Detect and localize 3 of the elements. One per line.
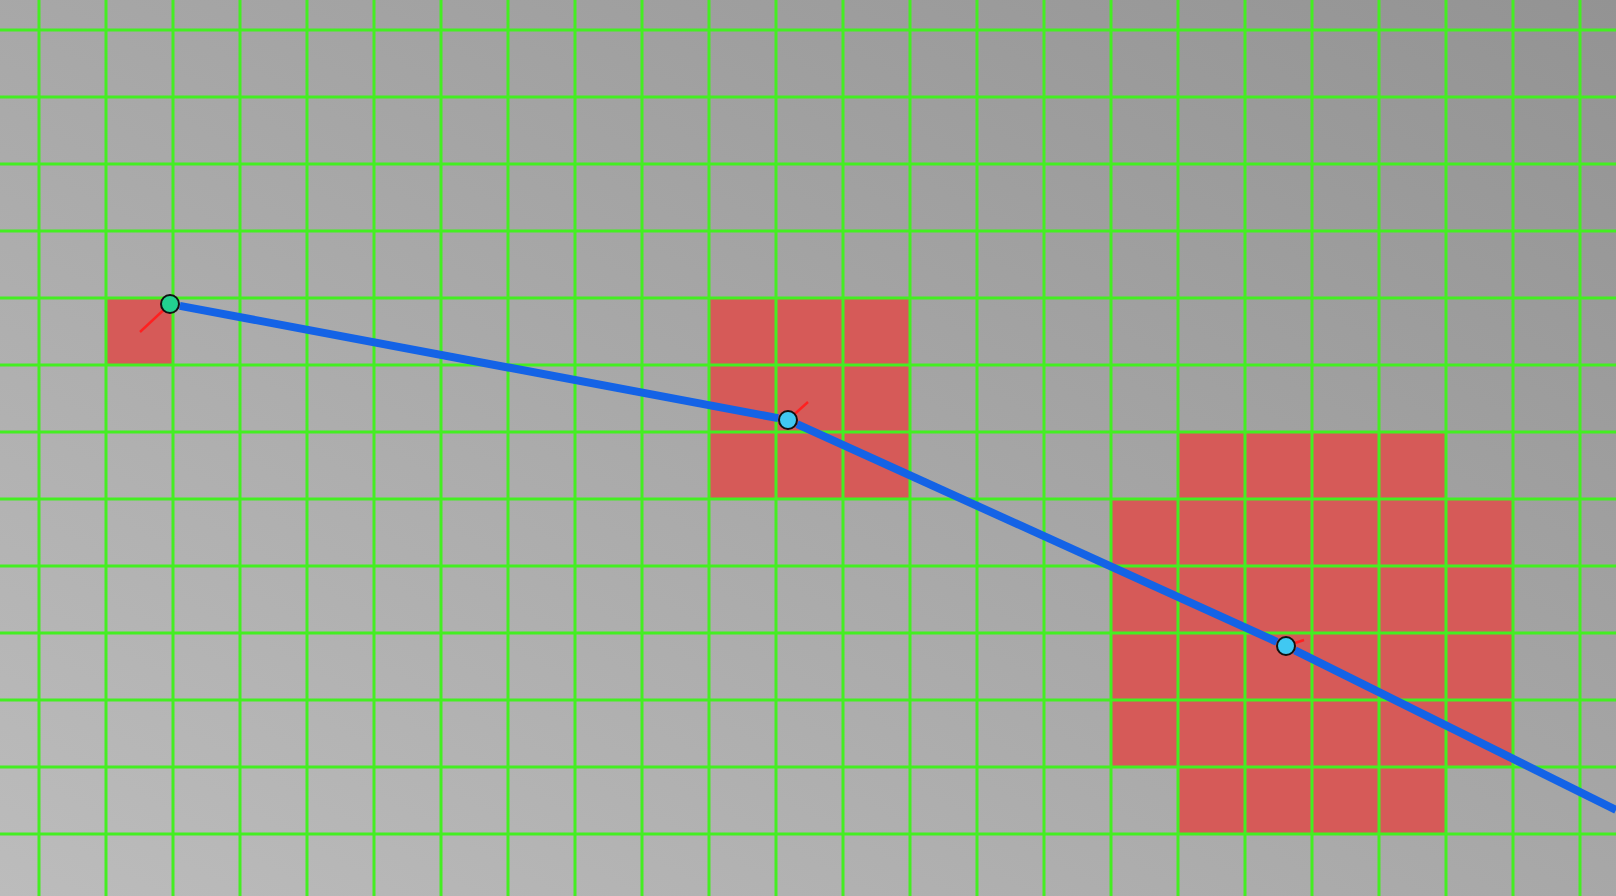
path-line: [179, 301, 779, 423]
path-line: [1293, 646, 1616, 814]
path-line: [795, 420, 1279, 646]
